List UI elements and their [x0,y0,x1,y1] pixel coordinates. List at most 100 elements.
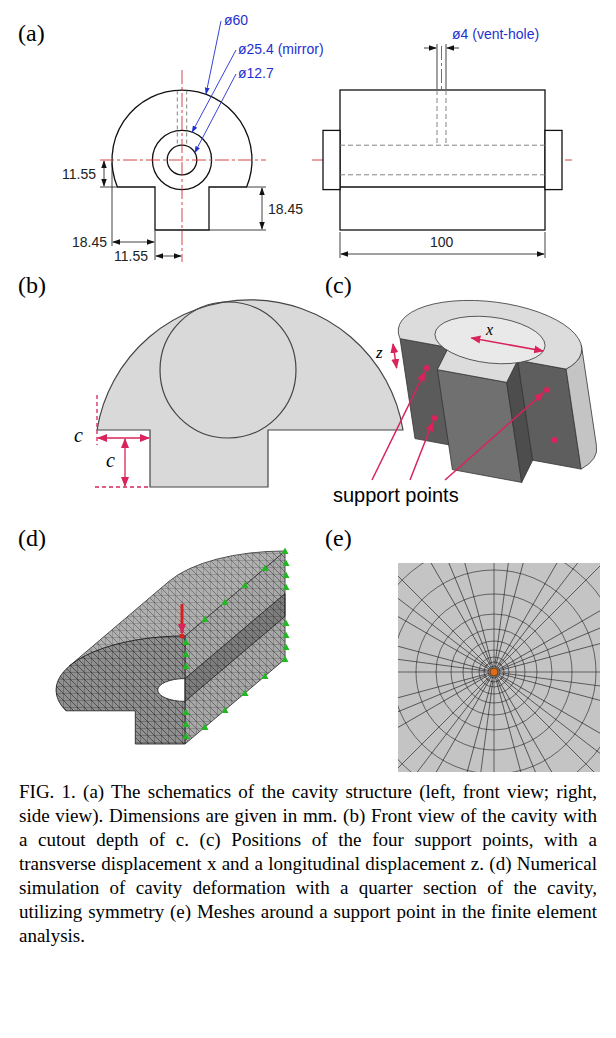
cutout-dimension [95,395,150,487]
load-arrow [180,604,185,639]
dimension-line [100,44,545,260]
boundary-constraint [183,709,190,716]
side-view-drawing [340,90,545,230]
boundary-constraint [202,724,209,731]
mesh-detail [497,679,557,772]
diameter-label: ø4 (vent-hole) [452,26,539,42]
mesh-detail [497,629,600,671]
mesh-detail [398,629,491,671]
center-line [100,46,572,262]
cutout-dimension [95,486,150,487]
boundary-constraint [262,565,269,572]
mesh-detail [398,563,600,772]
displacement-arrow [393,338,543,368]
callout-arrow [410,422,433,480]
dimension-line [446,44,447,89]
side-view-drawing [340,174,545,175]
mesh-detail [495,563,515,664]
mesh-detail [496,674,600,772]
cavity-3d-view [382,288,598,393]
center-line [182,70,183,262]
figure-caption: FIG. 1. (a) The schematics of the cavity… [19,780,597,948]
boundary-constraint [183,548,290,740]
front-view-drawing [186,91,187,146]
cutout-dimension [124,439,125,486]
boundary-constraint [202,616,209,623]
center-line [100,160,266,161]
side-view-drawing [340,145,545,146]
cutout-front-view [97,300,403,487]
support-point [544,387,550,393]
diameter-label: ø12.7 [238,65,274,81]
cutout-dimension [96,395,97,445]
dimension-symbol: x [486,321,493,339]
callout-arrow [445,393,544,480]
side-view-drawing [437,90,438,145]
side-view-drawing [323,90,562,230]
fem-quarter-model [56,636,185,744]
mesh-detail [398,570,596,772]
dimension-symbol: c [106,449,115,472]
dimension-symbol: c [74,424,83,447]
fem-quarter-model [56,551,285,744]
mesh-detail [412,563,493,669]
mesh-detail [398,563,600,772]
panel-letter: (b) [18,272,46,300]
diameter-label: ø25.4 (mirror) [238,41,324,57]
panel-letter: (a) [18,20,45,48]
dimension-line [104,161,105,186]
mesh-detail [398,675,487,735]
displacement-arrow [393,344,397,368]
leader-line [192,50,236,132]
support-point [424,365,430,371]
dimension-line [262,188,263,229]
dimension-line [113,242,154,243]
dimension-line [112,163,113,246]
boundary-constraint [183,663,190,670]
dimension-value: 11.55 [62,166,96,182]
leader-line [195,74,236,153]
boundary-constraint [282,656,289,663]
dimension-line [437,44,438,89]
dimension-line [155,231,156,260]
mesh-detail [398,590,491,671]
mesh-detail [496,563,600,670]
boundary-constraint [282,548,289,555]
mesh-detail [398,678,489,772]
cavity-3d-view [382,288,598,483]
boundary-constraint [283,632,290,639]
panel-letter: (c) [325,272,352,300]
dimension-line [100,187,117,188]
boundary-constraint [183,721,190,728]
displacement-arrow [471,338,543,351]
mesh-detail [490,668,498,676]
callout-arrow [372,372,544,480]
support-point [424,365,557,443]
dimension-line [447,48,459,49]
mesh-detail [494,675,495,772]
boundary-constraint [283,572,290,579]
panel-letter: (e) [325,525,352,553]
diameter-label: ø60 [224,12,248,28]
boundary-constraint [283,644,290,651]
cutout-dimension [98,437,149,438]
cavity-3d-view [425,309,555,372]
dimension-symbol: z [376,343,383,363]
boundary-constraint [183,733,190,740]
panel-letter: (d) [18,525,46,553]
mesh-detail [500,677,600,772]
mesh-detail [431,563,491,665]
side-view-drawing [545,130,562,189]
support-point [551,437,557,443]
boundary-constraint [283,560,290,567]
dimension-line [341,254,544,255]
mesh-detail [398,672,491,673]
dimension-line [340,232,341,258]
mesh-detail [451,563,493,669]
mesh-detail [398,674,492,772]
support-point [431,415,437,421]
load-arrow [180,634,185,639]
dimension-line [424,48,436,49]
